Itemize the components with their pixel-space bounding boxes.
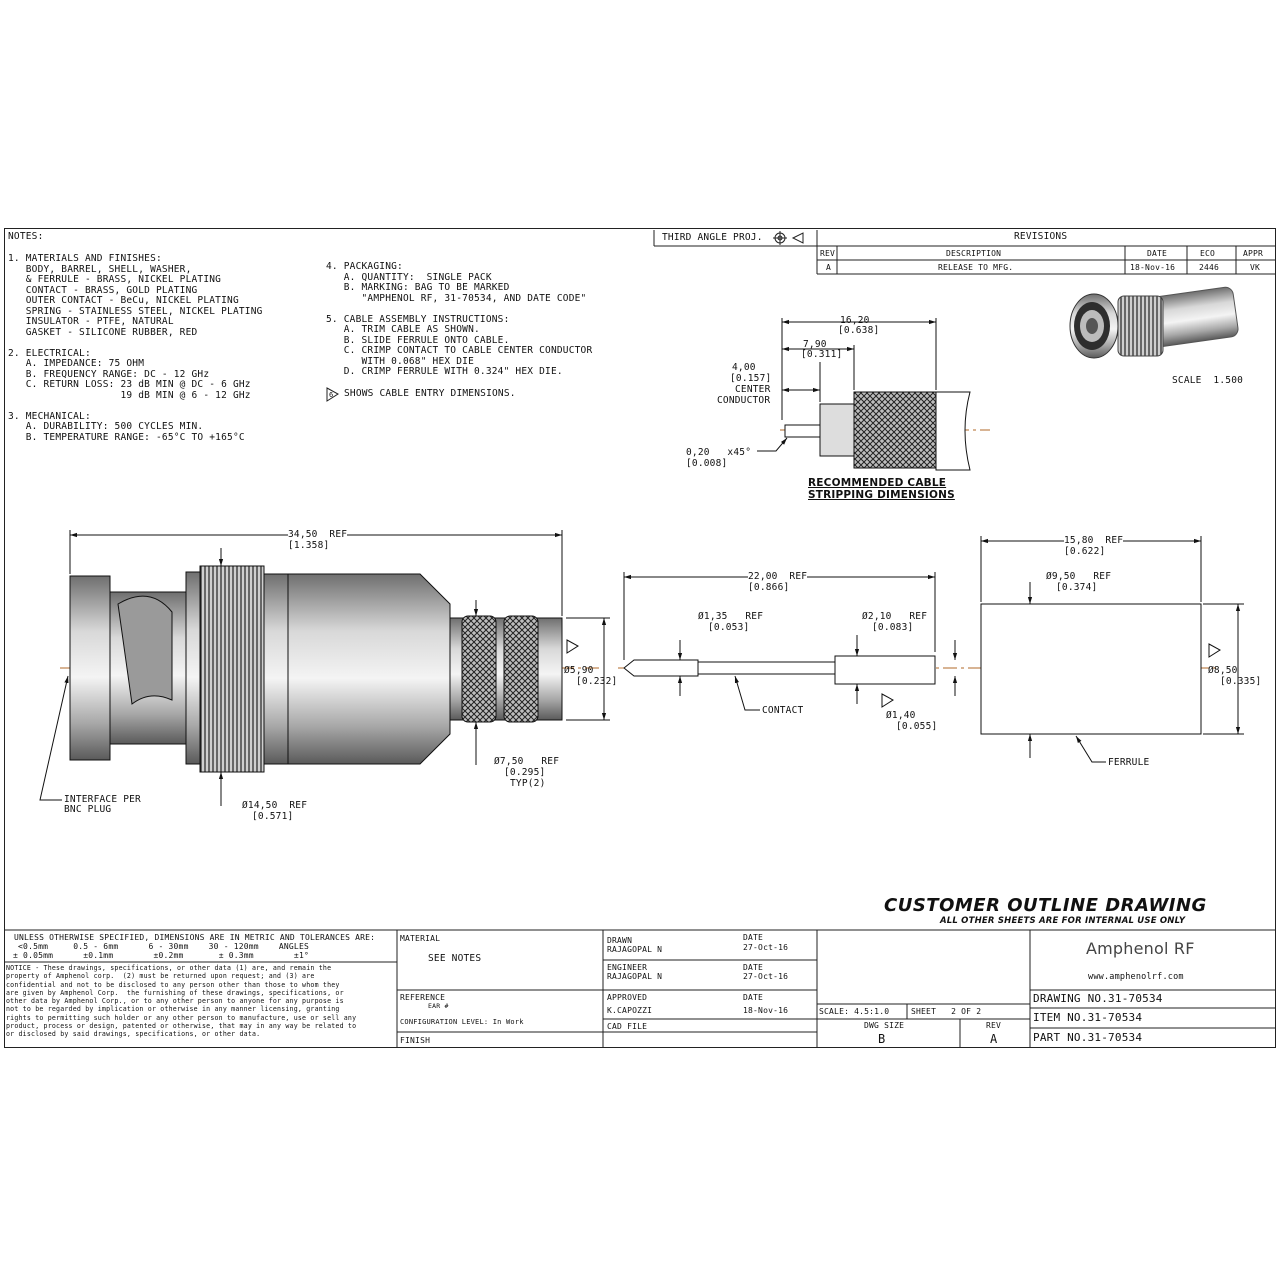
dia-5-90-in: [0.232] (576, 676, 618, 687)
dwg-size-label: DWG SIZE (864, 1021, 905, 1030)
cad-file-label: CAD FILE (607, 1022, 648, 1031)
drawn-by: RAJAGOPAL N (607, 945, 663, 954)
banner-subtitle: ALL OTHER SHEETS ARE FOR INTERNAL USE ON… (940, 916, 1186, 926)
reference-value: EAR # (428, 1002, 449, 1010)
finish-label: FINISH (400, 1036, 431, 1045)
rev-value: A (990, 1032, 998, 1046)
rev-value-eco: 2446 (1199, 263, 1220, 272)
dim-7-90: 7,90 (803, 339, 827, 350)
interface-label-2: BNC PLUG (64, 804, 112, 815)
contact-length: 22,00 REF (748, 571, 808, 583)
approved-date-label: DATE (743, 993, 764, 1002)
stripping-title-2: STRIPPING DIMENSIONS (808, 489, 955, 501)
scale-value: SCALE: 4.5:1.0 (819, 1007, 890, 1016)
notes-title: NOTES: (8, 231, 44, 242)
dim-4-00: 4,00 (732, 362, 756, 373)
dia-7-50-in: [0.295] (504, 767, 546, 778)
drawn-label: DRAWN (607, 936, 633, 945)
dim-0-638: [0.638] (838, 325, 880, 336)
approved-label: APPROVED (607, 993, 648, 1002)
flag-note: SHOWS CABLE ENTRY DIMENSIONS. (344, 388, 516, 399)
stripping-title-1: RECOMMENDED CABLE (808, 477, 947, 489)
item-number: ITEM NO.31-70534 (1033, 1011, 1143, 1024)
dia-9-50-in: [0.374] (1056, 582, 1098, 593)
contact-length-in: [0.866] (748, 582, 790, 593)
dia-14-50-in: [0.571] (252, 811, 294, 822)
dim-0-311: [0.311] (801, 349, 843, 360)
dwg-size-value: B (878, 1032, 886, 1046)
reference-label: REFERENCE (400, 993, 446, 1002)
dia-8-50-in: [0.335] (1220, 676, 1262, 687)
company-name: Amphenol RF (1086, 939, 1195, 958)
material-label: MATERIAL (400, 934, 441, 943)
connector-length-in: [1.358] (288, 540, 330, 551)
dia-2-10-in: [0.083] (872, 622, 914, 633)
dia-8-50: Ø8,50 (1208, 665, 1238, 676)
dia-1-35-in: [0.053] (708, 622, 750, 633)
dia-2-10: Ø2,10 REF (862, 611, 928, 622)
conductor-label: CONDUCTOR (717, 395, 771, 406)
rev-value-description: RELEASE TO MFG. (938, 263, 1014, 272)
dia-1-40: Ø1,40 (886, 710, 916, 721)
approved-by: K.CAPOZZI (607, 1006, 653, 1015)
rev-value-date: 18-Nov-16 (1130, 263, 1176, 272)
center-label: CENTER (735, 384, 771, 395)
engineer-date-label: DATE (743, 963, 764, 972)
notice-text: NOTICE - These drawings, specifications,… (6, 964, 357, 1039)
rev-value-appr: VK (1250, 263, 1261, 272)
rev-header-description: DESCRIPTION (946, 249, 1002, 258)
sheet-value: SHEET 2 OF 2 (911, 1007, 982, 1016)
dia-1-40-in: [0.055] (896, 721, 938, 732)
tolerance-head: UNLESS OTHERWISE SPECIFIED, DIMENSIONS A… (14, 933, 376, 942)
dia-7-50: Ø7,50 REF (494, 756, 560, 767)
contact-label: CONTACT (762, 705, 804, 716)
dia-1-35: Ø1,35 REF (698, 611, 764, 622)
flag-number: 6 (329, 391, 334, 399)
engineer-date: 27-Oct-16 (743, 972, 789, 981)
drawing-sheet (4, 228, 1276, 1048)
interface-label-1: INTERFACE PER (64, 794, 141, 805)
projection-label: THIRD ANGLE PROJ. (662, 232, 763, 243)
tolerance-ranges: <0.5mm 0.5 - 6mm 6 - 30mm 30 - 120mm ANG… (8, 942, 309, 951)
notes-column-1: 1. MATERIALS AND FINISHES: BODY, BARREL,… (8, 253, 263, 443)
chamfer-dim-in: [0.008] (686, 458, 728, 469)
ferrule-label: FERRULE (1108, 757, 1150, 768)
rev-value-rev: A (826, 263, 832, 272)
approved-date: 18-Nov-16 (743, 1006, 789, 1015)
dia-14-50: Ø14,50 REF (242, 800, 308, 811)
ferrule-length-in: [0.622] (1064, 546, 1106, 557)
drawing-number: DRAWING NO.31-70534 (1033, 992, 1163, 1005)
typ-label: TYP(2) (510, 778, 546, 789)
engineer-label: ENGINEER (607, 963, 648, 972)
connector-photo (1069, 286, 1239, 359)
photo-scale: SCALE 1.500 (1172, 375, 1244, 386)
connector-length: 34,50 REF (288, 529, 348, 541)
rev-header-date: DATE (1147, 249, 1168, 258)
part-number: PART NO.31-70534 (1033, 1031, 1143, 1044)
rev-header-appr: APPR (1243, 249, 1264, 258)
material-value: SEE NOTES (428, 953, 482, 964)
drawn-date: 27-Oct-16 (743, 943, 789, 952)
drawn-date-label: DATE (743, 933, 764, 942)
notes-column-2: 4. PACKAGING: A. QUANTITY: SINGLE PACK B… (326, 261, 593, 377)
rev-header-eco: ECO (1200, 249, 1216, 258)
rev-label: REV (986, 1021, 1002, 1030)
revisions-title: REVISIONS (1014, 231, 1068, 242)
dia-9-50: Ø9,50 REF (1046, 571, 1112, 582)
engineer-by: RAJAGOPAL N (607, 972, 663, 981)
chamfer-dim: 0,20 x45° (686, 447, 752, 458)
config-level: CONFIGURATION LEVEL: In Work (400, 1018, 524, 1026)
company-website: www.amphenolrf.com (1088, 972, 1184, 982)
dim-0-157: [0.157] (730, 373, 772, 384)
ferrule-length: 15,80 REF (1064, 535, 1124, 547)
dim-16-20: 16,20 (840, 315, 870, 326)
rev-header-rev: REV (820, 249, 836, 258)
dia-5-90: Ø5,90 (564, 665, 594, 676)
tolerance-values: ± 0.05mm ±0.1mm ±0.2mm ± 0.3mm ±1° (8, 951, 309, 960)
banner-title: CUSTOMER OUTLINE DRAWING (884, 895, 1207, 916)
